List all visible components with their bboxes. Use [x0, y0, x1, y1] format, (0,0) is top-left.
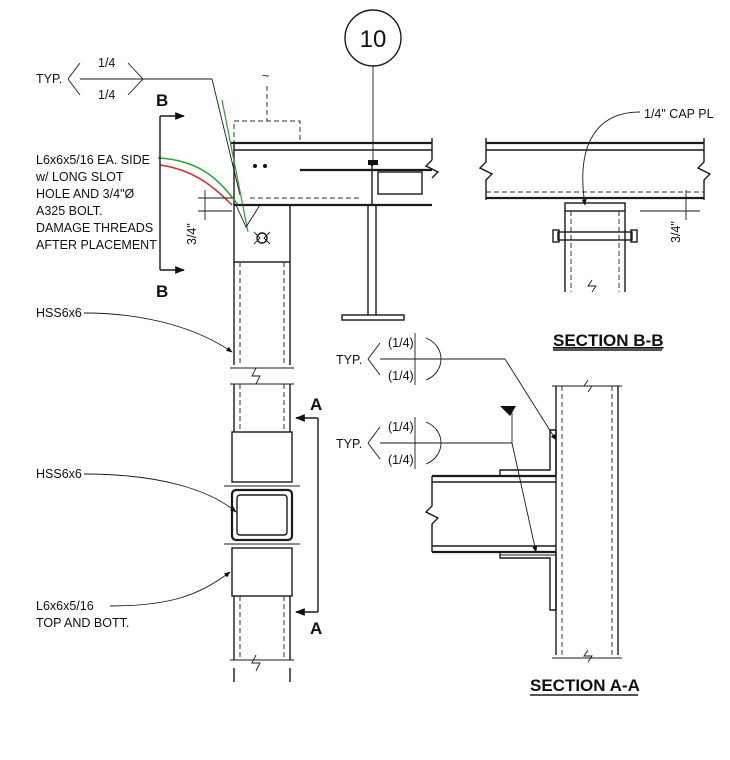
cap-dim: 3/4" — [669, 221, 683, 243]
note-line-3: HOLE AND 3/4"Ø — [36, 187, 135, 201]
section-aa: TYP. (1/4) (1/4) TYP. (1/4) (1/4) — [336, 333, 640, 696]
weld-a1-lower: (1/4) — [388, 369, 414, 383]
note-line-2: w/ LONG SLOT — [35, 170, 124, 184]
leader-red — [159, 164, 233, 206]
detail-number: 10 — [360, 26, 387, 53]
weld-tag: TYP. — [36, 72, 62, 86]
cut-a-top: A — [310, 395, 322, 414]
angle-label-2: TOP AND BOTT. — [36, 616, 129, 630]
cut-a-bottom: A — [310, 619, 322, 638]
tilde-mark: ~ — [262, 69, 269, 83]
section-aa-title: SECTION A-A — [530, 676, 640, 695]
cut-b-top: B — [156, 91, 168, 110]
weld-a1-upper: (1/4) — [388, 336, 414, 350]
cut-line-a: A A — [295, 395, 322, 638]
hss-column — [224, 204, 300, 682]
dim-left: 3/4" — [185, 190, 232, 245]
dim-left-text: 3/4" — [185, 223, 199, 245]
hidden-plate — [233, 120, 301, 144]
weld-a1-tag: TYP. — [336, 353, 362, 367]
weld-size-lower: 1/4 — [98, 88, 115, 102]
detail-bubble: 10 — [344, 9, 402, 165]
cut-b-bottom: B — [156, 282, 168, 301]
hss-label-upper: HSS6x6 — [36, 306, 82, 320]
angle-note: L6x6x5/16 EA. SIDE w/ LONG SLOT HOLE AND… — [35, 153, 157, 252]
weld-symbol-top: TYP. 1/4 1/4 — [36, 56, 241, 196]
beam-elevation — [230, 138, 440, 321]
angle-label-1: L6x6x5/16 — [36, 599, 94, 613]
weld-size-upper: 1/4 — [98, 56, 115, 70]
section-bb-title: SECTION B-B — [553, 331, 664, 350]
weld-a2-upper: (1/4) — [388, 420, 414, 434]
hss-label-mid: HSS6x6 — [36, 467, 82, 481]
note-line-5: DAMAGE THREADS — [36, 221, 153, 235]
note-line-1: L6x6x5/16 EA. SIDE — [36, 153, 150, 167]
weld-a2-lower: (1/4) — [388, 453, 414, 467]
weld-a2-tag: TYP. — [336, 437, 362, 451]
cap-plate-label: 1/4" CAP PL — [644, 107, 714, 121]
note-line-6: AFTER PLACEMENT — [36, 238, 157, 252]
section-bb: 1/4" CAP PL 3/4" SECTION B-B — [478, 107, 714, 351]
note-line-4: A325 BOLT. — [36, 204, 102, 218]
leader-green — [157, 157, 239, 206]
cut-line-b: B B — [156, 91, 185, 301]
